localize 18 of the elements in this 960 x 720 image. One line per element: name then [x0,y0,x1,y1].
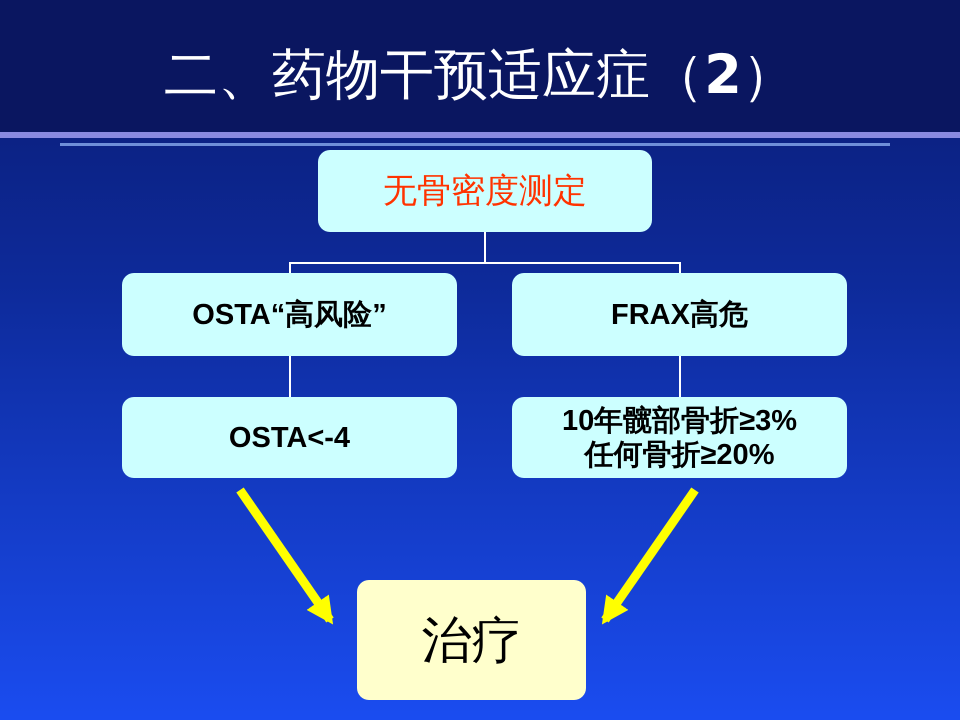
connector-line [679,356,681,397]
criteria-box [318,150,652,232]
box-text: 无骨密度测定 [383,174,587,208]
box-text: 治疗 [422,611,522,670]
connector-line [289,356,291,397]
box-text: FRAX高危 [611,298,748,332]
criteria-box [512,273,847,356]
box-text: OSTA“高风险” [192,298,387,332]
criteria-box [122,273,457,356]
result-box [357,580,586,700]
criteria-box [512,397,847,478]
criteria-box [122,397,457,478]
slide-title: 二、药物干预适应症（2） [163,42,797,108]
box-text: 任何骨折≥20% [584,438,774,472]
box-text: OSTA<-4 [228,420,350,454]
box-text: 10年髋部骨折≥3% [562,404,798,438]
arrow [601,487,699,624]
arrow [236,487,334,624]
